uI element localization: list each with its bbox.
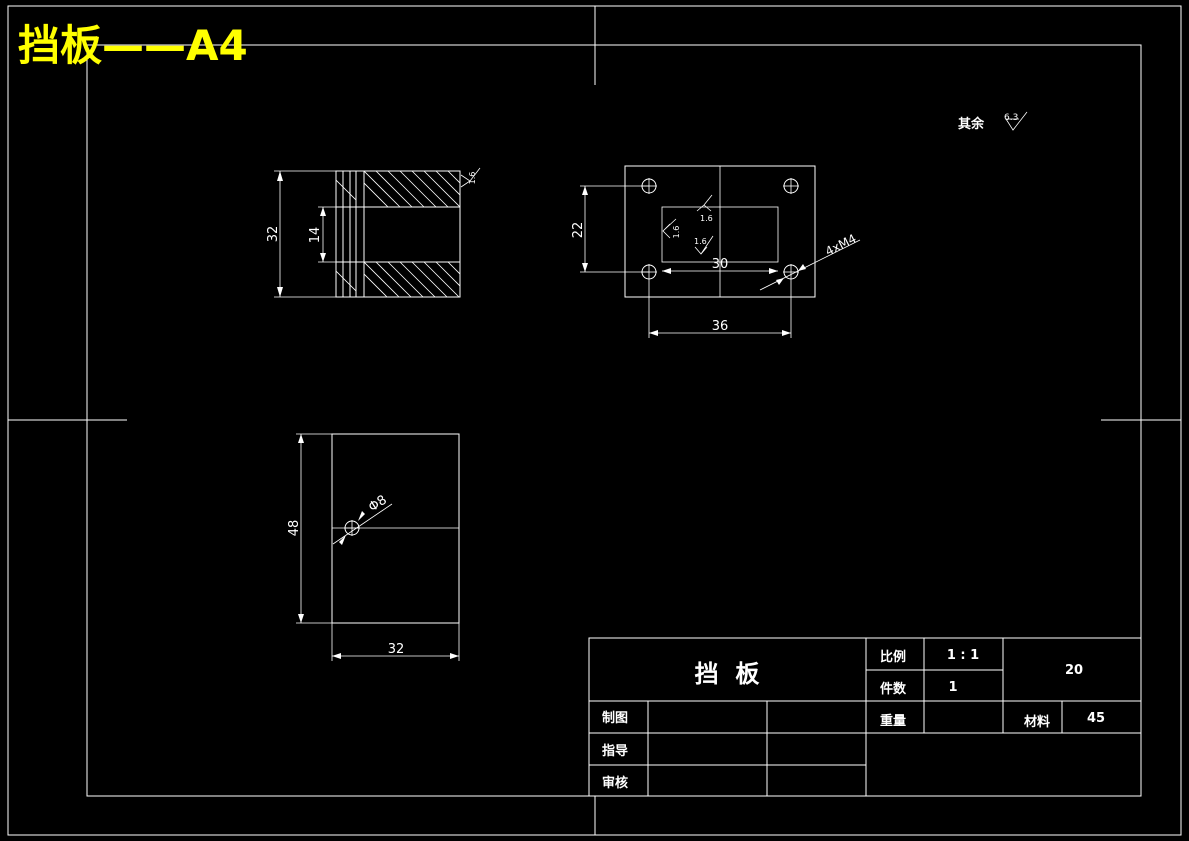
review-label: 审核 bbox=[602, 775, 628, 791]
inner-border bbox=[86, 44, 1142, 797]
dim-side-height: 32 bbox=[266, 226, 281, 243]
top-roughness-value-1: 1.6 bbox=[700, 214, 713, 223]
surface-roughness-note: 其余 6.3 bbox=[958, 111, 1028, 132]
roughness-symbol-icon bbox=[662, 218, 677, 239]
dim-front-hole: Φ8 bbox=[366, 493, 390, 516]
page-title: 挡板——A4 bbox=[18, 21, 248, 70]
roughness-symbol-icon bbox=[696, 194, 713, 212]
front-view: Φ8 48 32 bbox=[287, 433, 460, 661]
dim-front-width: 32 bbox=[388, 642, 405, 657]
roughness-note-value: 6.3 bbox=[1004, 113, 1018, 123]
dim-front-height: 48 bbox=[287, 520, 302, 537]
top-view: 22 30 36 4xM4 1.6 1.6 1.6 bbox=[571, 165, 861, 338]
side-section-view: 32 14 1.6 bbox=[266, 167, 481, 298]
drawn-by-label: 制图 bbox=[602, 710, 628, 726]
side-roughness-value: 1.6 bbox=[468, 172, 477, 185]
dim-top-hole-spacing-h: 36 bbox=[712, 319, 729, 334]
outer-border bbox=[7, 5, 1182, 836]
part-name: 挡 板 bbox=[695, 660, 761, 688]
scale-value: 1 : 1 bbox=[947, 648, 979, 663]
material-label: 材料 bbox=[1024, 714, 1050, 730]
qty-value: 1 bbox=[948, 680, 957, 695]
weight-label: 重量 bbox=[880, 713, 906, 729]
dim-side-bore: 14 bbox=[308, 227, 323, 244]
drawing-number: 20 bbox=[1065, 663, 1083, 678]
qty-label: 件数 bbox=[880, 681, 907, 697]
dim-top-slot-width: 30 bbox=[712, 257, 729, 272]
top-roughness-value-2: 1.6 bbox=[672, 226, 681, 239]
dim-top-thread: 4xM4 bbox=[823, 231, 859, 258]
roughness-symbol-icon bbox=[694, 235, 714, 255]
guide-label: 指导 bbox=[602, 743, 628, 759]
other-surfaces-label: 其余 bbox=[958, 116, 985, 132]
roughness-symbol-icon bbox=[1005, 111, 1028, 131]
material-value: 45 bbox=[1087, 711, 1105, 726]
roughness-symbol-icon bbox=[460, 167, 481, 188]
scale-label: 比例 bbox=[880, 649, 906, 665]
dim-top-hole-spacing-v: 22 bbox=[571, 222, 586, 239]
title-block: 挡 板 比例 1 : 1 件数 1 20 重量 材料 45 制图 指导 审核 bbox=[588, 637, 1142, 797]
top-roughness-value-3: 1.6 bbox=[694, 237, 707, 246]
